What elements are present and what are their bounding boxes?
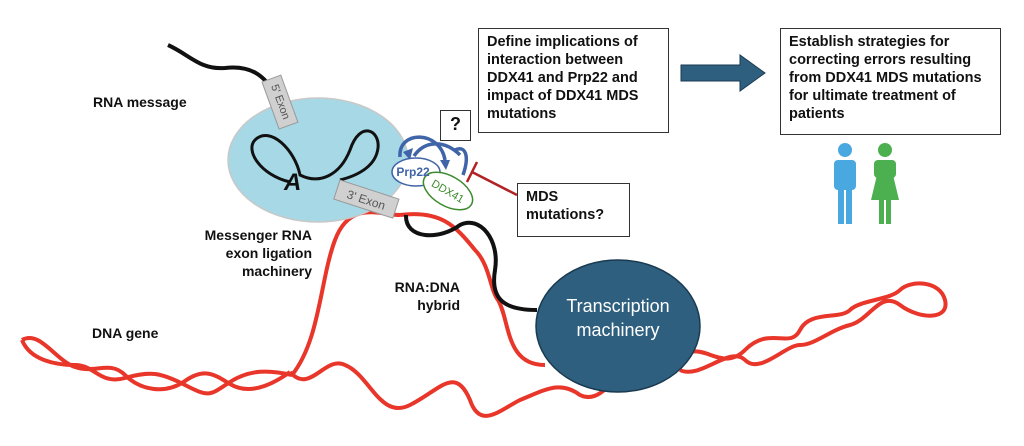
rna-dna-label-2: hybrid xyxy=(417,297,460,313)
male-person-icon xyxy=(834,143,856,224)
female-person-icon xyxy=(871,143,899,224)
establish-strategies-box: Establish strategies for correcting erro… xyxy=(780,28,1001,135)
intron-loop xyxy=(250,129,380,184)
mds-label-1: MDS xyxy=(526,189,559,205)
curved-arrow-icon xyxy=(398,135,468,176)
transcription-machinery xyxy=(535,259,701,393)
dna-gene-label: DNA gene xyxy=(92,325,159,341)
inhibition-bar-icon xyxy=(465,161,518,197)
ddx41 xyxy=(422,171,474,211)
machinery-label-1: Messenger RNA xyxy=(205,227,312,243)
prp22-label: Prp22 xyxy=(396,165,430,179)
dna-gene-strand xyxy=(20,210,948,418)
question-box: ? xyxy=(440,110,471,141)
transcription-label-1: Transcription xyxy=(566,296,669,316)
rna-dna-label-1: RNA:DNA xyxy=(395,279,460,295)
five-exon: 5' Exon xyxy=(261,74,299,130)
rna-message-strand xyxy=(167,43,277,96)
mds-label-2: mutations? xyxy=(526,207,605,223)
mds-mutations-box: MDS mutations? xyxy=(517,183,630,237)
rna-message-label: RNA message xyxy=(93,94,187,110)
branch-point-a: A xyxy=(283,169,301,196)
define-implications-box: Define implications of interaction betwe… xyxy=(478,28,669,133)
machinery-label-3: machinery xyxy=(242,263,312,279)
right-arrow-icon xyxy=(680,54,766,92)
machinery-label-2: exon ligation xyxy=(226,245,312,261)
rna-dna-hybrid-strand xyxy=(403,214,538,312)
transcription-label-2: machinery xyxy=(576,320,659,340)
